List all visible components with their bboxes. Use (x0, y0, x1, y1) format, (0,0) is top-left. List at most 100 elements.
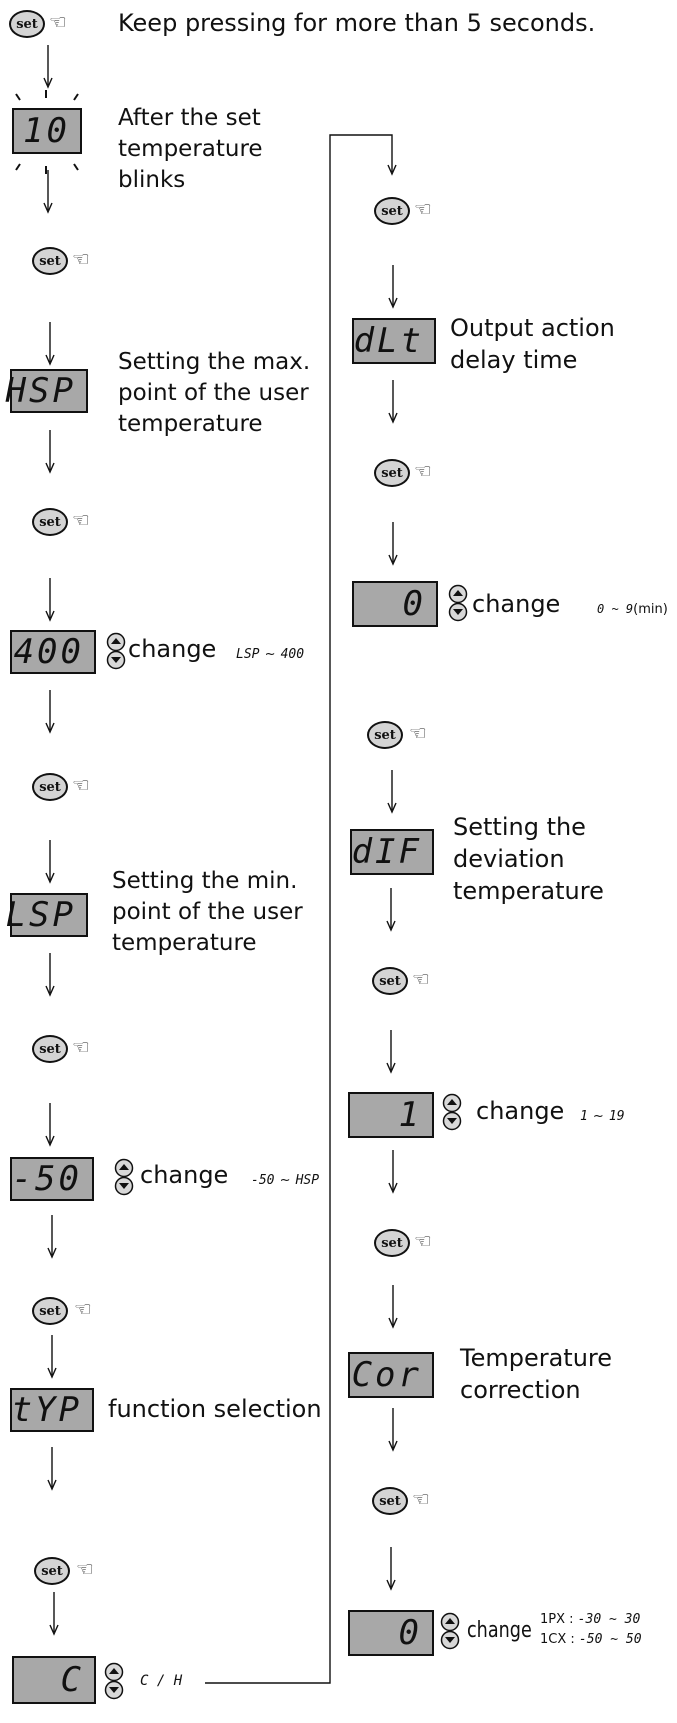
cor-range-1cx-label: 1CX : (540, 1632, 575, 1647)
lsp-text-2: point of the user (112, 899, 303, 925)
set-button[interactable]: set (9, 10, 45, 38)
set-button[interactable]: set (32, 773, 68, 801)
lsp-range-to: HSP (295, 1173, 320, 1188)
blink-text-1: After the set (118, 105, 261, 131)
arrow-down-icon (388, 1285, 398, 1328)
arrow-down-icon (386, 888, 396, 931)
set-button[interactable]: set (34, 1557, 70, 1585)
dlt-text-2: delay time (450, 346, 578, 374)
dif-text-2: deviation (453, 845, 565, 873)
set-button[interactable]: set (372, 1487, 408, 1515)
dlt-range-unit: (min) (633, 602, 668, 617)
dif-text-3: temperature (453, 877, 604, 905)
arrow-down-icon (388, 265, 398, 308)
dif-change-label: change (476, 1097, 565, 1125)
arrow-down-icon (387, 770, 397, 813)
lcd-display-hsp: HSP (6, 369, 88, 413)
pointing-hand-icon: ☜ (412, 967, 430, 991)
set-button-label: set (381, 203, 403, 219)
blink-text-3: blinks (118, 167, 186, 193)
lsp-text-1: Setting the min. (112, 868, 298, 894)
cor-range-1px-values: -30 ~ 30 (577, 1612, 641, 1627)
set-button[interactable]: set (374, 1229, 410, 1257)
arrow-down-icon (386, 1547, 396, 1590)
pointing-hand-icon: ☜ (72, 773, 90, 797)
lcd-display-setpoint: 10 (12, 108, 82, 154)
lcd-display-lsp: LSP (6, 893, 88, 937)
cor-change-label: change (467, 1618, 532, 1643)
set-button-label: set (374, 727, 396, 743)
arrow-down-icon (388, 380, 398, 423)
cor-range-1cx-values: -50 ~ 50 (578, 1632, 642, 1647)
set-button-label: set (16, 16, 38, 32)
typ-options: C / H (140, 1673, 183, 1689)
dif-range-from: 1 (580, 1109, 588, 1124)
cor-range-1px-label: 1PX : (540, 1612, 574, 1627)
set-button-label: set (39, 1303, 61, 1319)
lcd-display-cor: Cor (348, 1352, 434, 1398)
cor-range-1px: 1PX : -30 ~ 30 (540, 1611, 640, 1629)
lcd-display-dlt: dLt (352, 318, 436, 364)
pointing-hand-icon: ☜ (72, 247, 90, 271)
hsp-text-2: point of the user (118, 380, 309, 406)
lsp-change-label: change (140, 1161, 229, 1189)
hsp-range: LSP ~ 400 (236, 643, 304, 662)
pointing-hand-icon: ☜ (74, 1297, 92, 1321)
arrow-down-icon (388, 1408, 398, 1451)
lcd-display-typ: tYP (10, 1388, 94, 1432)
lcd-display-dif-value: 1 (348, 1092, 434, 1138)
dlt-range: 0 ~ 9(min) (597, 598, 668, 617)
cor-text-2: correction (460, 1376, 581, 1404)
up-down-buttons-icon[interactable] (440, 1612, 460, 1650)
lsp-range: -50 ~ HSP (251, 1169, 319, 1188)
pointing-hand-icon: ☜ (72, 1035, 90, 1059)
lcd-display-typ-value: C (12, 1656, 96, 1704)
cor-text-1: Temperature (460, 1344, 613, 1372)
lcd-display-dlt-value: 0 (352, 581, 438, 627)
pointing-hand-icon: ☜ (414, 197, 432, 221)
pointing-hand-icon: ☜ (76, 1557, 94, 1581)
lcd-display-cor-value: 0 (348, 1610, 434, 1656)
hsp-range-sep: ~ (264, 647, 276, 662)
hsp-range-from: LSP (236, 647, 260, 662)
set-button[interactable]: set (32, 1297, 68, 1325)
pointing-hand-icon: ☜ (49, 10, 67, 34)
set-button-label: set (39, 779, 61, 795)
arrow-down-icon (388, 1150, 398, 1193)
set-button[interactable]: set (32, 508, 68, 536)
lcd-display-lsp-value: -50 (10, 1157, 94, 1201)
set-button-label: set (379, 973, 401, 989)
set-button[interactable]: set (374, 197, 410, 225)
up-down-buttons-icon[interactable] (442, 1093, 462, 1131)
set-button-label: set (41, 1563, 63, 1579)
pointing-hand-icon: ☜ (414, 1229, 432, 1253)
cor-range-1cx: 1CX : -50 ~ 50 (540, 1631, 642, 1649)
pointing-hand-icon: ☜ (412, 1487, 430, 1511)
set-button[interactable]: set (32, 1035, 68, 1063)
set-button[interactable]: set (32, 247, 68, 275)
hsp-change-label: change (128, 635, 217, 663)
set-button-label: set (381, 465, 403, 481)
hsp-range-to: 400 (280, 647, 305, 662)
set-button-label: set (39, 253, 61, 269)
lsp-text-3: temperature (112, 930, 257, 956)
arrow-down-icon (386, 1030, 396, 1073)
up-down-buttons-icon[interactable] (448, 584, 468, 622)
dif-text-1: Setting the (453, 813, 586, 841)
typ-text: function selection (108, 1395, 322, 1423)
dif-range-sep: ~ (592, 1109, 604, 1124)
set-button[interactable]: set (372, 967, 408, 995)
arrow-down-icon (388, 522, 398, 565)
set-button-label: set (39, 1041, 61, 1057)
lcd-display-hsp-value: 400 (10, 630, 96, 674)
blink-text-2: temperature (118, 136, 263, 162)
dif-range: 1 ~ 19 (580, 1105, 625, 1124)
pointing-hand-icon: ☜ (409, 721, 427, 745)
set-button[interactable]: set (367, 721, 403, 749)
set-button[interactable]: set (374, 459, 410, 487)
pointing-hand-icon: ☜ (414, 459, 432, 483)
dif-range-to: 19 (608, 1109, 625, 1124)
blink-rays-icon (15, 90, 79, 174)
pointing-hand-icon: ☜ (72, 508, 90, 532)
